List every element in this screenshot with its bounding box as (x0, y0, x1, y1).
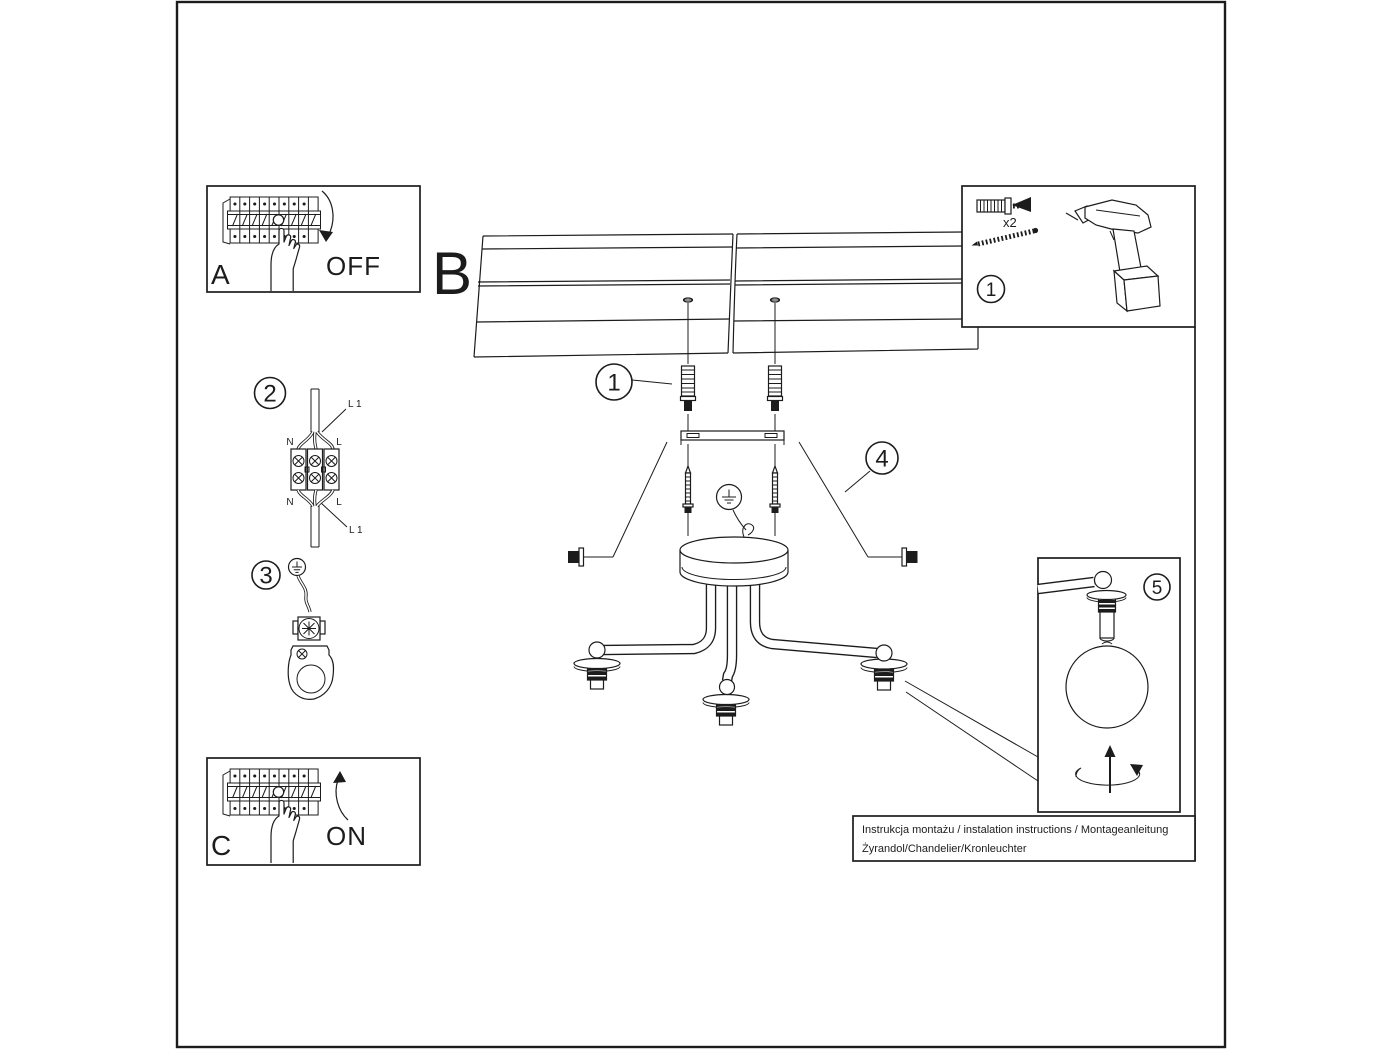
mounting-bracket (680, 430, 785, 445)
step-5-number: 5 (1152, 578, 1163, 599)
glass-globe (1065, 645, 1149, 729)
wall-plug-left (679, 365, 697, 411)
wires-top (296, 430, 335, 450)
ground-terminal-step: 3 (251, 557, 335, 700)
ground-terminal (292, 616, 326, 641)
ground-symbol-callout (715, 483, 747, 531)
wire-l-top: L (336, 437, 342, 448)
terminal-screws (292, 455, 338, 484)
rotate-to-install-arrow (1075, 745, 1143, 793)
wire-n-bottom: N (286, 497, 293, 508)
chandelier-arms (603, 584, 878, 682)
terminal-block (290, 448, 340, 491)
side-bolt-right (901, 547, 918, 567)
step-b-label: B (432, 240, 472, 307)
arrow-down-head (319, 230, 333, 242)
drill (1065, 199, 1161, 313)
box-1-number: 1 (986, 280, 997, 301)
title-line-1: Instrukcja montażu / instalation instruc… (862, 824, 1168, 836)
ground-wire-loop (742, 523, 755, 538)
shade-disc (573, 657, 621, 670)
arrow-up-head (333, 771, 346, 783)
callout-box-c: C ON (206, 757, 421, 866)
wiring-diagram: 2 (253, 376, 363, 548)
arrow-down-curve (321, 190, 334, 233)
wall-plug-right (766, 365, 784, 411)
wire-n-top: N (286, 437, 293, 448)
detail-lamp-holder (1086, 570, 1127, 645)
callout-circle-1 (976, 274, 1006, 304)
callout-circle-5 (1143, 573, 1171, 601)
callout-box-a: A OFF (206, 185, 421, 293)
on-label: ON (326, 821, 367, 851)
callout-4-number: 4 (875, 446, 888, 473)
callout-circle-3 (251, 560, 281, 590)
wire-l1-top: L 1 (348, 399, 362, 410)
callout-box-1: x2 1 (961, 185, 1196, 328)
off-label: OFF (326, 251, 381, 281)
mounting-plate (287, 645, 335, 700)
wire-l-bottom: L (336, 497, 342, 508)
cable-top (310, 388, 320, 432)
side-bolt-left (568, 547, 585, 567)
lamp-holder-center (702, 678, 750, 726)
cable-bottom (310, 506, 320, 548)
ceiling-panels (473, 231, 979, 358)
callout-1-number: 1 (607, 370, 620, 397)
callout-box-5: 5 (1037, 557, 1181, 813)
wires-bottom (296, 489, 335, 508)
callout-circle-1-anchors: 1 (595, 363, 673, 401)
ball-joint (718, 678, 736, 696)
wall-plug-with-screw (976, 197, 1031, 215)
step-3-number: 3 (259, 563, 272, 590)
detail-leader-lines (904, 680, 1039, 782)
alignment-guides: 4 (568, 441, 918, 567)
wire-l1-bottom: L 1 (349, 525, 363, 536)
mounting-screw-left (682, 464, 694, 513)
lamp-holder-left (573, 641, 621, 690)
title-line-2: Żyrandol/Chandelier/Kronleuchter (862, 842, 1027, 855)
mounting-hardware (679, 303, 785, 536)
ball-joint (588, 641, 606, 659)
arrow-up-curve (335, 779, 349, 821)
l1-leader-lines (319, 408, 348, 528)
sheet-border (175, 0, 1227, 1049)
insert-arrow (1012, 197, 1031, 212)
shade-disc (702, 693, 750, 706)
box-a-label: A (211, 259, 230, 290)
quantity-label: x2 (1003, 215, 1017, 230)
canopy (679, 523, 789, 587)
callout-circle-2 (253, 376, 287, 410)
lamp-holder-right (860, 644, 908, 691)
title-block: Instrukcja montażu / instalation instruc… (852, 815, 1196, 862)
shade-disc (1086, 589, 1127, 601)
step-2-number: 2 (263, 381, 276, 408)
ball-joint (875, 644, 893, 662)
callout-circle-4 (865, 441, 899, 475)
ball-joint (1093, 570, 1113, 590)
box-c-label: C (211, 830, 231, 861)
mounting-screw-right (769, 464, 781, 513)
screw-item (971, 227, 1039, 247)
